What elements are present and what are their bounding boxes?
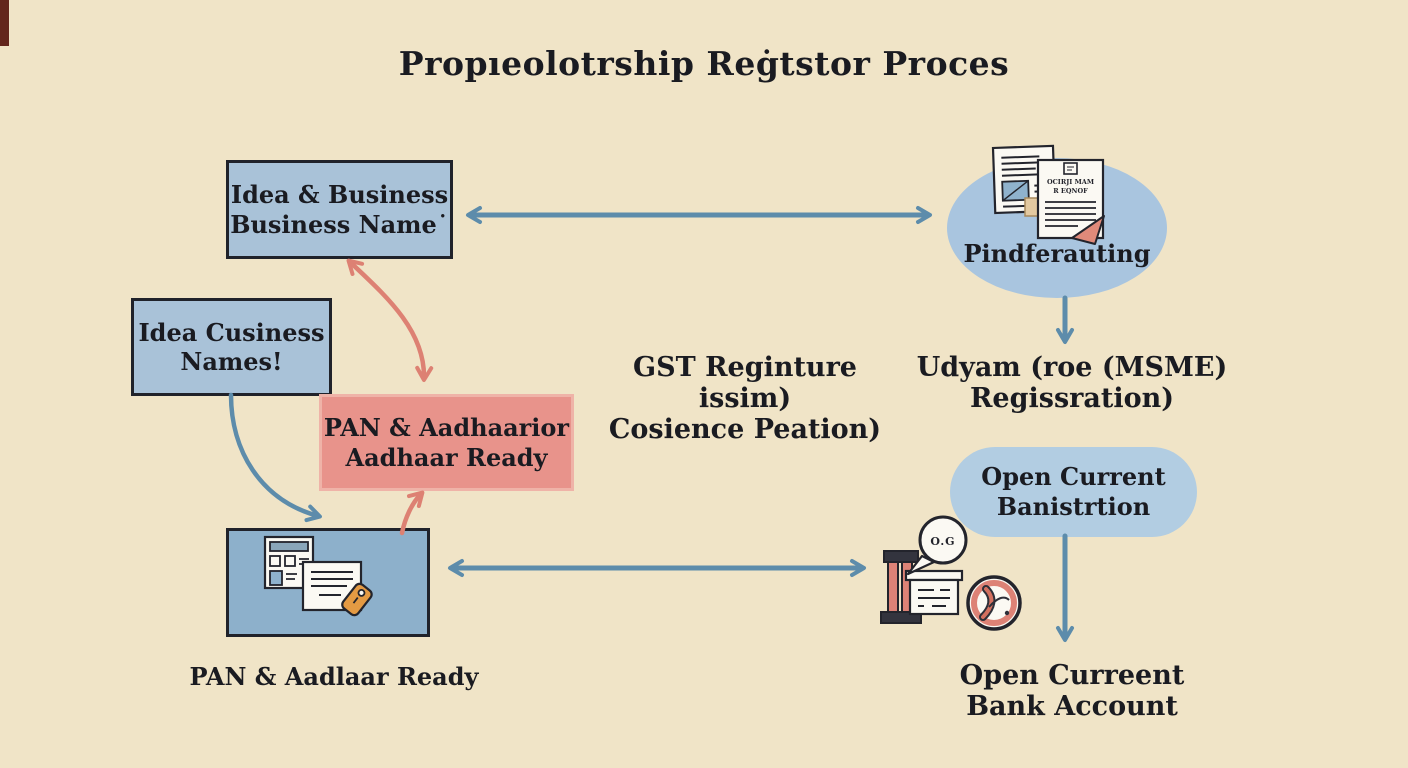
node-idea-business-line2: Business Name˙ [230,209,449,239]
node-idea-cusiness: Idea Cusiness Names! [131,298,332,396]
corner-strip [0,0,9,46]
node-idea-business-line1: Idea & Business [230,180,449,210]
speech-bubble-icon: O.G [906,515,968,576]
udyam-caption: Udyam (roe (MSME) Regissration) [912,352,1232,414]
node-pan-aadhaar-line2: Aadhaar Ready [345,442,548,472]
speech-bubble-text: O.G [930,535,955,548]
node-pindferauting-ellipse [947,158,1167,298]
node-pan-aadhaar: PAN & Aadhaarior Aadhaar Ready [319,394,574,491]
bank-account-caption: Open Curreent Bank Account [912,660,1232,722]
node-documents-box [226,528,430,637]
pill-line1: Open Current [981,462,1166,491]
node-pan-aadhaar-line1: PAN & Aadhaarior [323,413,570,443]
pill-line2: Banistrtion [996,492,1151,521]
pindferauting-label: Pindferauting [963,239,1151,268]
node-idea-business: Idea & Business Business Name˙ [226,160,453,259]
node-idea-cusiness-line1: Idea Cusiness [138,317,325,347]
udyam-caption-line2: Regissration) [969,383,1175,415]
gst-caption: GST Reginture issim) Cosience Peation) [585,352,905,445]
pan-ready-caption: PAN & Aadlaar Ready [189,662,479,691]
node-open-current-pill: Open Current Banistrtion [950,447,1197,537]
page-title: Propıeolotrship Reġtstor Proces [398,44,1010,83]
udyam-caption-line1: Udyam (roe (MSME) [916,352,1228,383]
bank-account-line2: Bank Account [966,691,1178,723]
bank-account-line1: Open Curreent [959,660,1185,691]
node-idea-cusiness-line2: Names! [180,347,283,376]
arrow-blue-curve-down [228,392,322,523]
gst-caption-line2: Cosience Peation) [608,414,882,446]
gst-caption-line1: GST Reginture issim) [633,352,857,415]
bank-columns-icon [880,550,964,624]
arrow-salmon-curve-double [346,258,434,382]
seal-icon [966,575,1022,631]
